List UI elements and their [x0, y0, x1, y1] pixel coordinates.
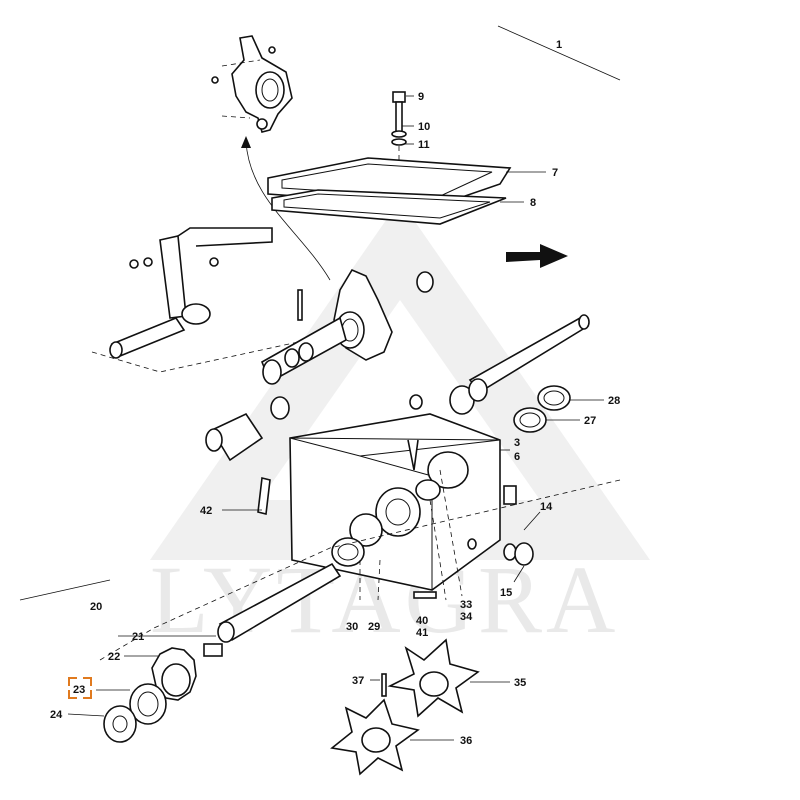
central-hub: [205, 268, 434, 462]
callout-7: 7: [552, 167, 558, 179]
callout-21: 21: [132, 631, 144, 643]
callout-33: 33: [460, 599, 472, 611]
gearbox-housing: [257, 413, 534, 601]
callout-23-highlight[interactable]: [68, 677, 92, 699]
callout-30: 30: [346, 621, 358, 633]
callout-24: 24: [50, 709, 63, 721]
callout-22: 22: [108, 651, 120, 663]
callout-11: 11: [418, 139, 430, 151]
callout-14: 14: [540, 501, 553, 513]
callout-3: 3: [514, 437, 520, 449]
callout-9: 9: [418, 91, 424, 103]
callout-6: 6: [514, 451, 520, 463]
callout-28: 28: [608, 395, 620, 407]
top-bolt-assembly: [391, 91, 407, 170]
cover-plate: [267, 157, 512, 225]
callout-40: 40: [416, 615, 428, 627]
callout-23: 23: [73, 684, 85, 696]
input-shaft: [19, 479, 621, 743]
callout-34: 34: [460, 611, 473, 623]
callout-36: 36: [460, 735, 472, 747]
callout-35: 35: [514, 677, 526, 689]
callout-41: 41: [416, 627, 428, 639]
right-shaft: [409, 314, 590, 433]
callout-labels: 1 9 10 11 7 8 28 27 3 6 42 14 15 33 34 4…: [50, 39, 620, 747]
lever-assembly: [91, 227, 373, 373]
callout-42: 42: [200, 505, 212, 517]
leader-lines: [67, 25, 621, 741]
callout-37: 37: [352, 675, 364, 687]
callout-20: 20: [90, 601, 102, 613]
callout-1: 1: [556, 39, 562, 51]
link-plate-detail: [211, 35, 331, 281]
callout-8: 8: [530, 197, 536, 209]
callout-29: 29: [368, 621, 380, 633]
direction-arrow: [506, 244, 568, 268]
callout-15: 15: [500, 587, 512, 599]
callout-27: 27: [584, 415, 596, 427]
star-hubs: [330, 638, 480, 776]
callout-10: 10: [418, 121, 430, 133]
